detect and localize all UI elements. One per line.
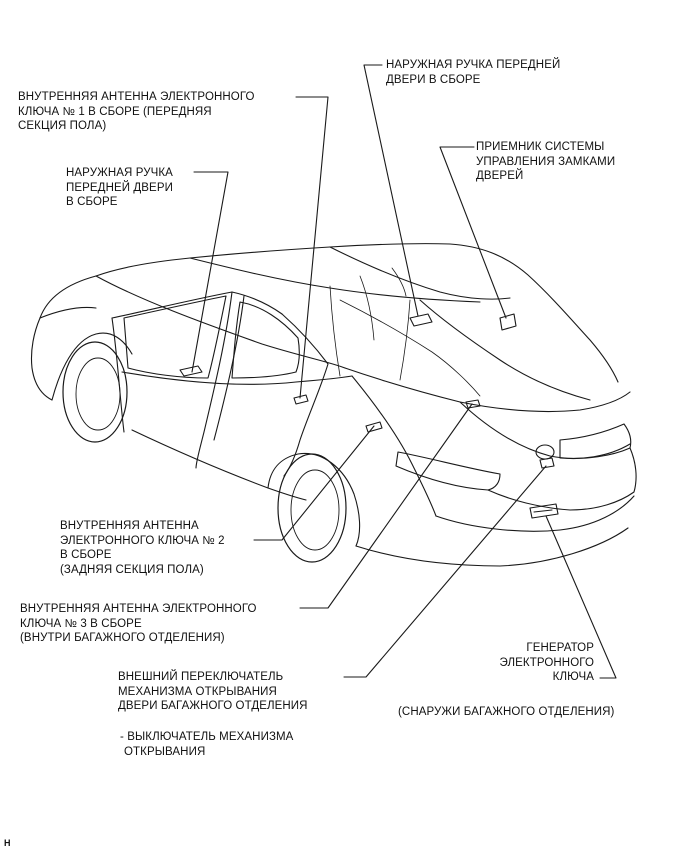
front-door-handle-left-mark xyxy=(179,365,203,377)
leader-lines xyxy=(191,64,617,679)
label-antenna-1: ВНУТРЕННЯЯ АНТЕННА ЭЛЕКТРОННОГО КЛЮЧА № … xyxy=(18,91,255,132)
label-trunk-opener-switch: ВНЕШНИЙ ПЕРЕКЛЮЧАТЕЛЬ МЕХАНИЗМА ОТКРЫВАН… xyxy=(118,671,308,712)
label-switch-note: - ВЫКЛЮЧАТЕЛЬ МЕХАНИЗМА ОТКРЫВАНИЯ xyxy=(120,731,294,758)
label-key-generator: ГЕНЕРАТОР ЭЛЕКТРОННОГО КЛЮЧА xyxy=(499,642,594,683)
label-front-door-handle-left: НАРУЖНАЯ РУЧКА ПЕРЕДНЕЙ ДВЕРИ В СБОРЕ xyxy=(66,167,173,208)
label-front-door-handle-right: НАРУЖНАЯ РУЧКА ПЕРЕДНЕЙ ДВЕРИ В СБОРЕ xyxy=(386,59,561,86)
label-generator-note: (СНАРУЖИ БАГАЖНОГО ОТДЕЛЕНИЯ) xyxy=(398,706,615,718)
label-antenna-2: ВНУТРЕННЯЯ АНТЕННА ЭЛЕКТРОННОГО КЛЮЧА № … xyxy=(60,520,225,576)
figure-code: H xyxy=(4,838,11,848)
car-body xyxy=(30,243,637,567)
label-antenna-3: ВНУТРЕННЯЯ АНТЕННА ЭЛЕКТРОННОГО КЛЮЧА № … xyxy=(20,603,257,644)
label-door-lock-receiver: ПРИЕМНИК СИСТЕМЫ УПРАВЛЕНИЯ ЗАМКАМИ ДВЕР… xyxy=(476,141,616,182)
